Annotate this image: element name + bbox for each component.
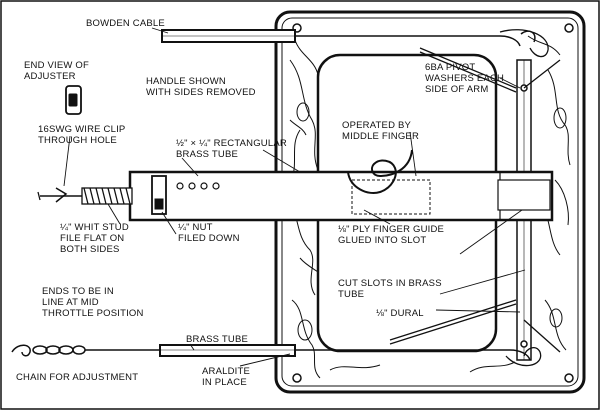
label-araldite: ARALDITE IN PLACE xyxy=(202,366,251,388)
label-chain: CHAIN FOR ADJUSTMENT xyxy=(16,372,139,383)
lower-linkage xyxy=(389,299,561,367)
label-operated-by: OPERATED BY MIDDLE FINGER xyxy=(342,120,420,142)
end-view-adjuster xyxy=(65,85,82,115)
label-end-view: END VIEW OF ADJUSTER xyxy=(24,60,90,82)
label-dural: ⅛" DURAL xyxy=(376,308,424,319)
label-wire-clip: 16SWG WIRE CLIP THROUGH HOLE xyxy=(38,124,126,146)
label-brass-tube: BRASS TUBE xyxy=(186,334,249,345)
ply-guide-outline xyxy=(351,179,431,215)
label-rect-tube: ½" × ¼" RECTANGULAR BRASS TUBE xyxy=(176,138,287,160)
label-cut-slots: CUT SLOTS IN BRASS TUBE xyxy=(338,278,442,300)
filed-nut xyxy=(151,175,167,215)
tube-holes xyxy=(176,182,220,190)
finger-hook xyxy=(347,149,413,194)
whit-stud xyxy=(37,187,133,205)
label-bowden-cable: BOWDEN CABLE xyxy=(86,18,165,29)
adjustment-chain xyxy=(11,344,160,357)
label-handle-shown: HANDLE SHOWN WITH SIDES REMOVED xyxy=(146,76,256,98)
label-ply-guide: ⅛" PLY FINGER GUIDE GLUED INTO SLOT xyxy=(338,224,445,246)
rectangular-brass-tube xyxy=(128,170,554,222)
label-ends-line: ENDS TO BE IN LINE AT MID THROTTLE POSIT… xyxy=(42,286,144,319)
wire-clip xyxy=(55,187,68,203)
leader-lines xyxy=(63,27,526,367)
upper-linkage xyxy=(419,29,561,93)
label-nut: ¼" NUT FILED DOWN xyxy=(178,222,240,244)
wood-knots xyxy=(296,102,567,341)
label-whit-stud: ¼" WHIT STUD FILE FLAT ON BOTH SIDES xyxy=(60,222,129,255)
label-pivot: 6BA PIVOT WASHERS EACH SIDE OF ARM xyxy=(425,62,505,95)
cable-end-hook xyxy=(520,30,536,43)
bowden-cable-tube xyxy=(161,29,521,47)
